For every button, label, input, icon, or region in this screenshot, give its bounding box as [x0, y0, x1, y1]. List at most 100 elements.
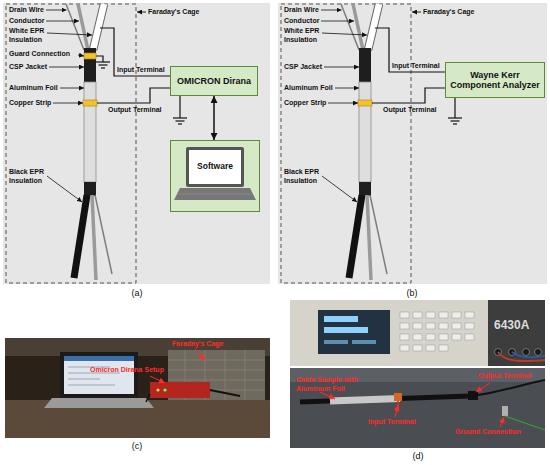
figure-rect	[413, 334, 422, 340]
figure-rect	[426, 323, 435, 329]
figure-rect	[439, 312, 448, 318]
figure-rect	[452, 323, 461, 329]
part-label: Drain Wire	[284, 6, 354, 15]
figure-line	[300, 396, 470, 402]
figure-rect	[439, 334, 448, 340]
figure-line	[245, 350, 246, 400]
ground-symbol	[173, 118, 187, 124]
figure-rect	[400, 334, 409, 340]
figure-rect	[452, 334, 461, 340]
figure-rect	[60, 352, 138, 398]
figure-line	[210, 390, 240, 396]
panel-caption: (b)	[397, 288, 427, 299]
figure-line	[320, 392, 335, 399]
figure-polyline	[97, 88, 170, 103]
figure-rect	[439, 345, 448, 351]
software-box: Software	[170, 140, 260, 212]
figure-rect	[150, 382, 210, 398]
figure-g	[400, 312, 474, 351]
figure-line	[168, 380, 265, 381]
figure-rect	[439, 323, 448, 329]
figure-path	[478, 380, 545, 395]
instrument-photo	[290, 300, 545, 448]
figure-polyline	[179, 96, 180, 118]
photo-annotation: Output Terminal	[478, 372, 544, 381]
figure-polyline	[96, 56, 103, 62]
node-text: Wayne Kerr Component Analyzer	[447, 70, 543, 90]
figure-path	[512, 352, 545, 357]
figure-line	[68, 379, 100, 380]
figure-rect	[426, 345, 435, 351]
part-label: Copper Strip	[9, 99, 79, 108]
faraday-cage	[281, 4, 411, 283]
figure-circle	[523, 349, 530, 356]
ground-symbol	[96, 62, 110, 68]
leader-arrow	[137, 12, 146, 13]
panel-background	[278, 3, 547, 284]
part-label: Aluminum Foil	[284, 84, 354, 93]
figure-rect	[400, 312, 409, 318]
terminal-label: Output Terminal	[383, 106, 443, 115]
terminal-wires	[372, 28, 455, 118]
cable-sample	[66, 4, 112, 280]
panel-caption: (c)	[122, 441, 152, 452]
figure-rect	[64, 356, 134, 361]
figure-polyline	[375, 28, 445, 72]
panel-caption: (a)	[122, 288, 152, 299]
part-label: Conductor	[284, 17, 354, 26]
figure-rect	[394, 393, 402, 401]
part-label: Aluminum Foil	[9, 84, 79, 93]
figure-rect	[465, 334, 474, 340]
figure-line	[168, 370, 265, 371]
figure-line	[500, 417, 504, 427]
figure-rect	[5, 338, 270, 438]
figure-rect	[413, 323, 422, 329]
lab-photo	[5, 338, 270, 438]
figure-rect	[426, 334, 435, 340]
figure-line	[146, 394, 150, 402]
panel-caption: (d)	[403, 451, 433, 462]
figure-line	[150, 376, 165, 383]
node-text: Software	[171, 161, 259, 171]
leader-arrow	[78, 55, 84, 56]
figure-rect	[465, 323, 474, 329]
part-label: Guard Connection	[9, 50, 81, 59]
figure-rect	[290, 368, 545, 448]
part-label: CSP Jacket	[284, 63, 354, 72]
leader-arrows	[46, 10, 92, 202]
figure-rect	[468, 391, 478, 400]
photo-annotation: Faraday's Cage	[172, 340, 242, 349]
panel-background	[3, 3, 270, 284]
figure-line	[476, 383, 490, 392]
figure-polyline	[100, 28, 170, 76]
cage-label: Faraday's Cage	[423, 8, 493, 17]
part-label: Black EPR Insulation	[9, 168, 49, 185]
instrument-box: Wayne Kerr Component Analyzer	[445, 62, 545, 98]
part-label: Conductor	[9, 17, 79, 26]
figure-rect	[318, 310, 390, 354]
cable-sample	[341, 4, 387, 280]
part-label: CSP Jacket	[9, 63, 79, 72]
part-label: Black EPR Insulation	[284, 168, 324, 185]
figure-rect	[488, 300, 545, 366]
figure-rect	[426, 312, 435, 318]
terminal-label: Input Terminal	[117, 66, 169, 75]
guard-band	[84, 53, 96, 59]
figure-rect	[452, 312, 461, 318]
figure-circle	[163, 388, 166, 391]
figure-rect	[502, 406, 508, 416]
figure-rect	[64, 356, 134, 394]
photo-annotation: Ground Connection	[455, 428, 535, 437]
figure-line	[68, 385, 115, 386]
figure-rect	[413, 345, 422, 351]
figure-line	[330, 399, 400, 402]
terminal-wires	[96, 28, 180, 118]
figure-line	[505, 416, 545, 430]
terminal-label: Input Terminal	[392, 62, 444, 71]
faraday-cage	[6, 4, 136, 283]
part-label: White EPR Insulation	[284, 27, 324, 44]
instrument-box: OMICRON Dirana	[170, 66, 258, 96]
figure-rect	[352, 340, 376, 344]
photo-annotation: Cable Sample with Aluminum Foil	[296, 376, 368, 393]
